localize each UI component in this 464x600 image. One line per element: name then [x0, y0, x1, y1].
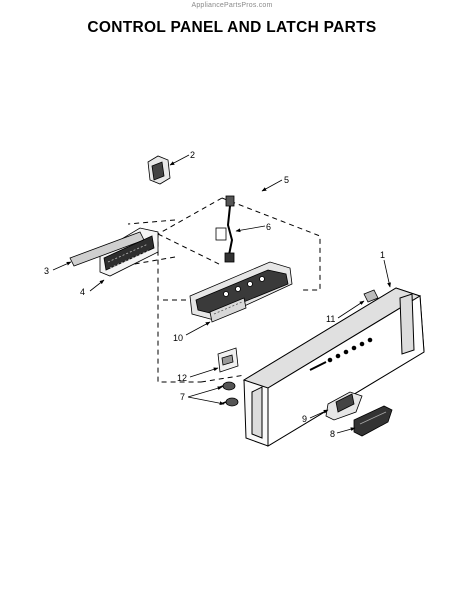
callout-12: 12	[177, 373, 187, 383]
part-7-screws	[217, 381, 239, 407]
callout-10: 10	[173, 333, 183, 343]
callout-11: 11	[326, 314, 335, 324]
part-3-4-control-board	[69, 227, 159, 277]
part-9-latch	[325, 391, 363, 421]
part-1-control-panel	[242, 287, 425, 447]
page-title: CONTROL PANEL AND LATCH PARTS	[87, 19, 377, 36]
callout-labels: 2 5 6 3 4 1 11 10 12 7 9 8	[44, 150, 385, 439]
part-8-handle	[353, 405, 393, 437]
watermark: AppliancePartsPros.com	[191, 2, 273, 9]
callout-2: 2	[190, 150, 195, 160]
part-11-button	[363, 289, 379, 303]
callout-5: 5	[284, 175, 289, 185]
callout-8: 8	[330, 429, 335, 439]
callout-3: 3	[44, 266, 49, 276]
leader-lines	[52, 154, 391, 434]
part-2-clip	[147, 155, 171, 185]
callout-4: 4	[80, 287, 85, 297]
callout-9: 9	[302, 414, 307, 424]
part-12-label	[217, 347, 239, 373]
callout-1: 1	[380, 250, 385, 260]
callout-7: 7	[180, 392, 185, 402]
part-10-user-interface	[189, 261, 293, 323]
callout-6: 6	[266, 222, 271, 232]
part-6-wire-harness	[215, 195, 235, 263]
